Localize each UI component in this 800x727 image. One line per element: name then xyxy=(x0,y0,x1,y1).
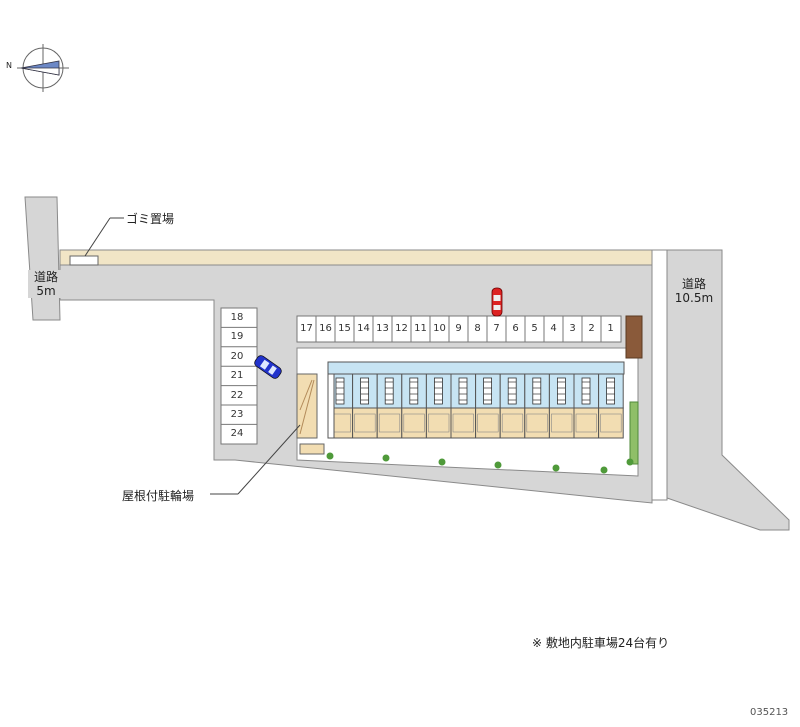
property-code: 035213 xyxy=(750,707,789,718)
red-car xyxy=(491,287,503,317)
stair-icon xyxy=(409,377,419,405)
parking-slot-number: 7 xyxy=(493,323,500,334)
stair-icon xyxy=(606,377,615,405)
parking-row-top xyxy=(296,315,622,343)
parking-slot-number: 16 xyxy=(319,323,332,334)
parking-slot-number: 23 xyxy=(230,409,244,420)
tree xyxy=(626,458,634,466)
building-unit-lower xyxy=(524,407,550,439)
stair-icon xyxy=(360,377,370,405)
apartment-building xyxy=(327,361,625,439)
road-right-name: 道路 xyxy=(681,277,706,291)
tree xyxy=(552,464,560,472)
building-unit-lower xyxy=(548,407,575,439)
unit-room xyxy=(378,413,401,433)
unit-room xyxy=(551,413,573,433)
parking-top-dividers xyxy=(315,316,602,342)
parking-slot-number: 17 xyxy=(300,323,313,334)
parking-slot-number: 11 xyxy=(414,323,427,334)
unit-room xyxy=(428,413,450,433)
parking-slot-number: 4 xyxy=(550,323,557,334)
road-left-label: 道路 5m xyxy=(28,270,64,298)
bicycle-hatch-2 xyxy=(299,379,313,411)
parking-slot-number: 1 xyxy=(607,323,614,334)
unit-room xyxy=(477,413,499,433)
parking-slot-number: 2 xyxy=(588,323,595,334)
stair-icon xyxy=(335,377,345,405)
parking-slot-number: 9 xyxy=(455,323,462,334)
garbage-bin xyxy=(69,255,99,266)
parking-left-dividers xyxy=(221,326,257,425)
parking-slot-number: 21 xyxy=(230,370,244,382)
parking-slot-number: 15 xyxy=(338,323,351,334)
unit-room xyxy=(403,413,425,433)
garbage-leader xyxy=(84,217,111,257)
stair-icon xyxy=(532,377,542,405)
unit-room xyxy=(452,413,474,433)
tree xyxy=(600,466,608,474)
road-right-width: 10.5m xyxy=(674,291,714,305)
building-unit-lower xyxy=(425,407,452,439)
parking-slot-number: 10 xyxy=(433,323,446,334)
parking-slot-number: 18 xyxy=(230,312,244,323)
parking-slot-number: 19 xyxy=(230,331,244,343)
parking-slot-number: 20 xyxy=(230,350,244,362)
garbage-label: ゴミ置場 xyxy=(126,212,175,226)
stair-icon xyxy=(458,377,468,405)
building-unit-lower xyxy=(352,407,378,439)
unit-room xyxy=(526,413,548,433)
tree xyxy=(438,458,446,466)
building-unit-lower xyxy=(499,407,526,439)
compass-north-label: N xyxy=(6,61,12,70)
bicycle-parking-label: 屋根付駐輪場 xyxy=(122,489,195,503)
parking-slot-number: 12 xyxy=(395,323,408,334)
building-unit-lower xyxy=(401,407,427,439)
building-unit-lower xyxy=(573,407,600,439)
top-sidewalk xyxy=(59,249,653,266)
parking-slot-number: 8 xyxy=(474,323,481,334)
building-unit-lower xyxy=(475,407,501,439)
stair-icon xyxy=(507,377,517,405)
parking-count-note: ※ 敷地内駐車場24台有り xyxy=(532,636,670,650)
tree xyxy=(326,452,334,460)
parking-slot-number: 6 xyxy=(512,323,519,334)
road-left xyxy=(24,196,61,321)
tree xyxy=(494,461,502,469)
right-sidewalk xyxy=(651,249,668,501)
stair-icon xyxy=(483,377,493,405)
road-right xyxy=(666,249,790,531)
parking-slot-number: 5 xyxy=(531,323,538,334)
hedge-right xyxy=(629,401,639,465)
blue-car xyxy=(254,355,282,379)
compass-icon xyxy=(17,44,69,92)
parking-slot-number: 3 xyxy=(569,323,576,334)
building-roof-strip xyxy=(327,361,625,375)
bicycle-leader xyxy=(237,424,301,495)
building-end-wall xyxy=(327,373,335,439)
road-right-label: 道路 10.5m xyxy=(668,277,720,305)
bicycle-rack xyxy=(299,443,325,455)
unit-room xyxy=(575,413,597,433)
building-unit-lower xyxy=(376,407,403,439)
stair-icon xyxy=(581,377,591,405)
parking-col-left xyxy=(220,307,258,445)
parking-slot-number: 14 xyxy=(357,323,370,334)
parking-slot-number: 24 xyxy=(230,428,244,440)
parking-slot-number: 13 xyxy=(376,323,389,334)
unit-room xyxy=(600,413,622,433)
unit-room xyxy=(501,413,524,433)
stair-icon xyxy=(557,377,566,405)
tree xyxy=(382,454,390,462)
bicycle-hatch-1 xyxy=(299,379,315,435)
road-left-width: 5m xyxy=(36,284,56,298)
storage-shed xyxy=(625,315,643,359)
building-unit-lower xyxy=(450,407,477,439)
stair-icon xyxy=(384,377,394,405)
road-left-name: 道路 xyxy=(33,270,58,284)
unit-room xyxy=(354,413,376,433)
parking-slot-number: 22 xyxy=(230,389,244,401)
building-unit-lower xyxy=(598,407,624,439)
stair-icon xyxy=(433,377,443,405)
